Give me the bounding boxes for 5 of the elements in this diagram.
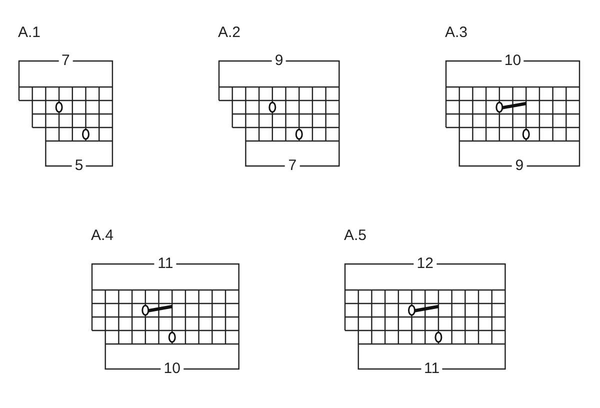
chart-title: A.5 (344, 228, 367, 244)
chart-title: A.1 (18, 25, 41, 41)
chart-title: A.4 (91, 228, 114, 244)
chart-title: A.3 (445, 25, 468, 41)
chart-title: A.2 (218, 25, 241, 41)
